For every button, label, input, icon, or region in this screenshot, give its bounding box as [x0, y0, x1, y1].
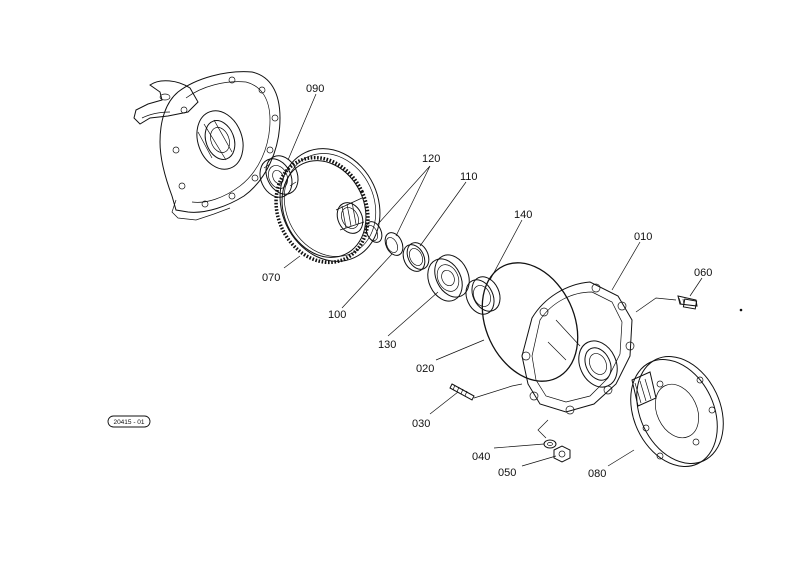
stud-030-drawing: [449, 383, 475, 401]
label-130: 130: [378, 339, 396, 351]
nut-050-drawing: [553, 445, 571, 463]
washer-040-drawing: [543, 439, 557, 449]
label-090: 090: [306, 83, 324, 95]
label-040: 040: [472, 451, 490, 463]
o-ring-drawing: [481, 262, 579, 382]
housing-drawing: [133, 71, 281, 221]
label-070: 070: [262, 272, 280, 284]
reference-badge: 20415 - 01: [107, 415, 151, 428]
label-140: 140: [514, 209, 532, 221]
ring-100-drawing: [384, 232, 404, 256]
stray-dot: [739, 308, 743, 312]
label-080: 080: [588, 468, 606, 480]
label-100: 100: [328, 309, 346, 321]
bolt-060-drawing: [677, 295, 698, 310]
circlip-drawing: [365, 221, 383, 243]
label-110: 110: [460, 171, 478, 183]
label-060: 060: [694, 267, 712, 279]
flange-080-drawing: [630, 356, 724, 467]
spacer-110-drawing: [402, 242, 430, 272]
cover-drawing: [521, 281, 635, 415]
ring-gear-drawing: [274, 148, 381, 265]
label-010: 010: [634, 231, 652, 243]
reference-code: 20415 - 01: [113, 419, 144, 426]
label-020: 020: [416, 363, 434, 375]
bearing-130-drawing: [427, 254, 470, 302]
bearing-140-drawing: [465, 276, 501, 315]
part-labels: 090 070 120 110 100 140 130 020 010 060 …: [262, 83, 712, 480]
leader-lines: [283, 93, 703, 467]
label-030: 030: [412, 418, 430, 430]
label-120: 120: [422, 153, 440, 165]
label-050: 050: [498, 467, 516, 479]
